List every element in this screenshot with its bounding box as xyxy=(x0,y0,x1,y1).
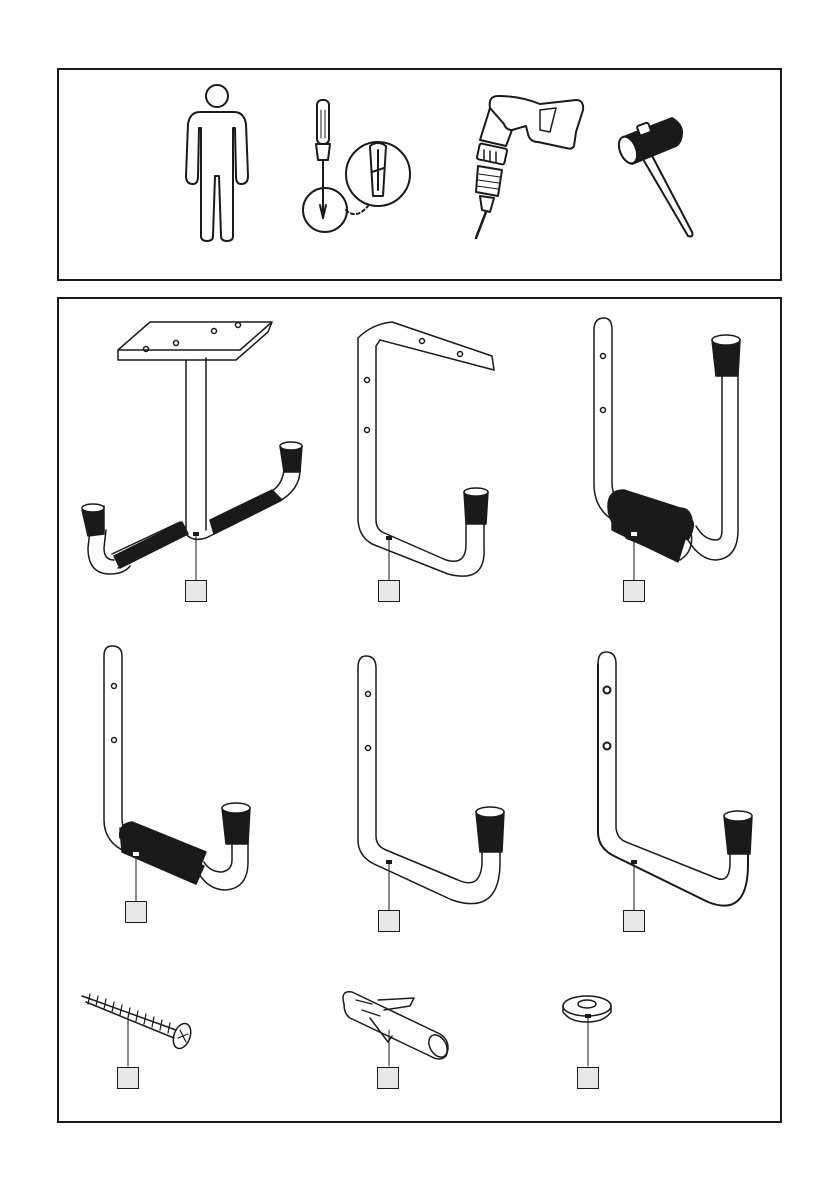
large-padded-hook-icon xyxy=(594,318,740,580)
part-label-3 xyxy=(623,580,645,602)
part-label-1 xyxy=(185,580,207,602)
part-label-2 xyxy=(378,580,400,602)
padded-hook-icon xyxy=(104,646,250,902)
wall-plug-icon xyxy=(343,992,451,1066)
plain-hook-icon xyxy=(358,656,504,910)
part-label-9 xyxy=(577,1067,599,1089)
ceiling-double-hook-icon xyxy=(82,322,302,580)
plain-hook-large-icon xyxy=(598,652,752,910)
screw-icon xyxy=(82,994,194,1066)
part-label-4 xyxy=(125,901,147,923)
washer-icon xyxy=(563,996,611,1066)
part-label-5 xyxy=(378,910,400,932)
wall-bracket-hook-icon xyxy=(358,322,494,580)
part-label-6 xyxy=(623,910,645,932)
part-label-7 xyxy=(117,1067,139,1089)
part-label-8 xyxy=(377,1067,399,1089)
